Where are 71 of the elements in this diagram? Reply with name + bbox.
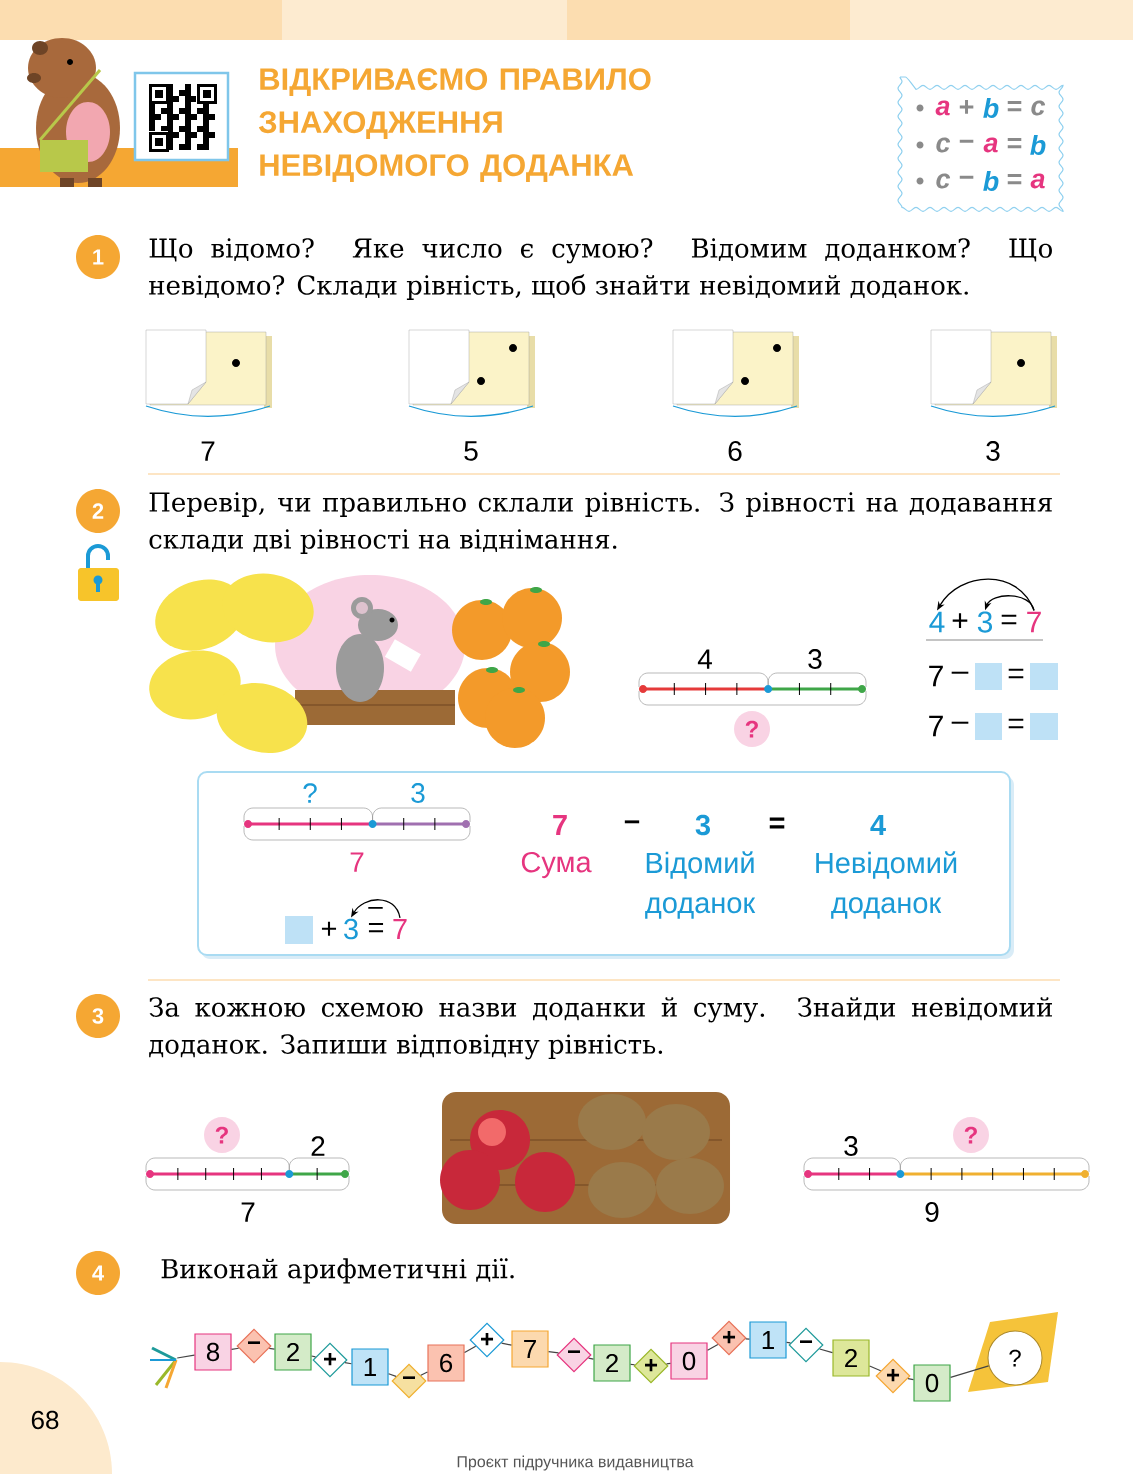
number: 4	[697, 649, 712, 669]
string-line	[231, 1347, 240, 1350]
string-line	[950, 1365, 990, 1378]
number: 3	[344, 918, 358, 940]
number: 3	[808, 649, 822, 669]
sign: =	[1008, 668, 1024, 679]
footer-text: Проєкт підручника видавництва	[457, 1455, 694, 1471]
number-card: 6	[427, 1344, 465, 1382]
string-line	[548, 1350, 560, 1354]
task-number: 3	[76, 994, 120, 1038]
number-card: 7	[511, 1330, 549, 1368]
tassel-drawing	[149, 1346, 178, 1389]
string-line	[311, 1355, 317, 1358]
page-number: 68	[31, 1410, 59, 1430]
number: 3	[977, 611, 993, 633]
number: 7	[929, 665, 943, 687]
sign: –	[951, 671, 969, 674]
number-card: 0	[670, 1342, 708, 1380]
sign: –	[951, 721, 969, 724]
string-line	[630, 1363, 636, 1366]
number-card: 2	[832, 1339, 870, 1377]
string-line	[587, 1357, 594, 1360]
number-card: 8	[194, 1333, 232, 1371]
curved-arrow	[351, 899, 401, 919]
number: 9	[925, 1202, 939, 1222]
string-line	[745, 1338, 750, 1340]
string-line	[176, 1354, 195, 1359]
string-line	[500, 1342, 512, 1346]
string-line	[344, 1362, 352, 1365]
task-number: 4	[76, 1251, 120, 1295]
number: 5	[464, 441, 478, 461]
sign: =	[1008, 718, 1024, 729]
kite-drawing: ?	[968, 1312, 1058, 1392]
number: 3	[844, 1136, 858, 1156]
edge-label: –	[368, 907, 383, 909]
number: 7	[393, 919, 407, 939]
number: 4	[929, 611, 945, 633]
string-line	[869, 1365, 882, 1372]
string-line	[665, 1362, 671, 1365]
sign: =	[1001, 614, 1017, 625]
task-text: Перевір, чи правильно склали рівність. З рівності на додавання склади дві рівності на віднімання.	[149, 492, 1052, 554]
sign: +	[952, 613, 968, 629]
number: 6	[728, 441, 742, 461]
formula-box: a + b = c c − a = b c − b = a	[897, 76, 1064, 212]
task-text: Виконай арифметичні дії.	[161, 1258, 514, 1284]
number: 7	[929, 715, 943, 737]
curved-arrow	[984, 595, 1035, 612]
string-line	[268, 1347, 275, 1350]
title: ВІДКРИВАЄМО ПРАВИЛО ЗНАХОДЖЕННЯ НЕВІДОМОГО ДОДАНКА	[258, 68, 651, 183]
curved-arrow	[937, 578, 1035, 612]
string-line	[819, 1348, 833, 1354]
string-line	[464, 1345, 477, 1354]
number: 7	[241, 1202, 255, 1222]
number-card: 0	[913, 1364, 951, 1402]
number-card: 1	[749, 1321, 787, 1359]
number-card: 1	[351, 1348, 389, 1386]
string-line	[420, 1371, 428, 1376]
task-text: За кожною схемою назви доданки й суму. Знайди невідомий доданок. Запиши відповідну рівність.	[149, 997, 1052, 1060]
task-text: Що відомо? Яке число є сумою? Відомим доданком? Що невідомо? Склади рівність, щоб знайти невідомий доданок.	[149, 238, 1052, 300]
string-line	[388, 1373, 397, 1377]
number: 7	[1027, 611, 1041, 633]
task-number: 1	[76, 235, 120, 279]
string-line	[707, 1343, 719, 1351]
number-card: 2	[593, 1344, 631, 1382]
number-card: 2	[274, 1333, 312, 1371]
number: 3	[986, 441, 1000, 461]
string-line	[786, 1341, 792, 1344]
task-number: 2	[76, 489, 120, 533]
string-line	[907, 1378, 914, 1381]
number: 7	[201, 441, 215, 461]
number: 2	[311, 1136, 325, 1156]
